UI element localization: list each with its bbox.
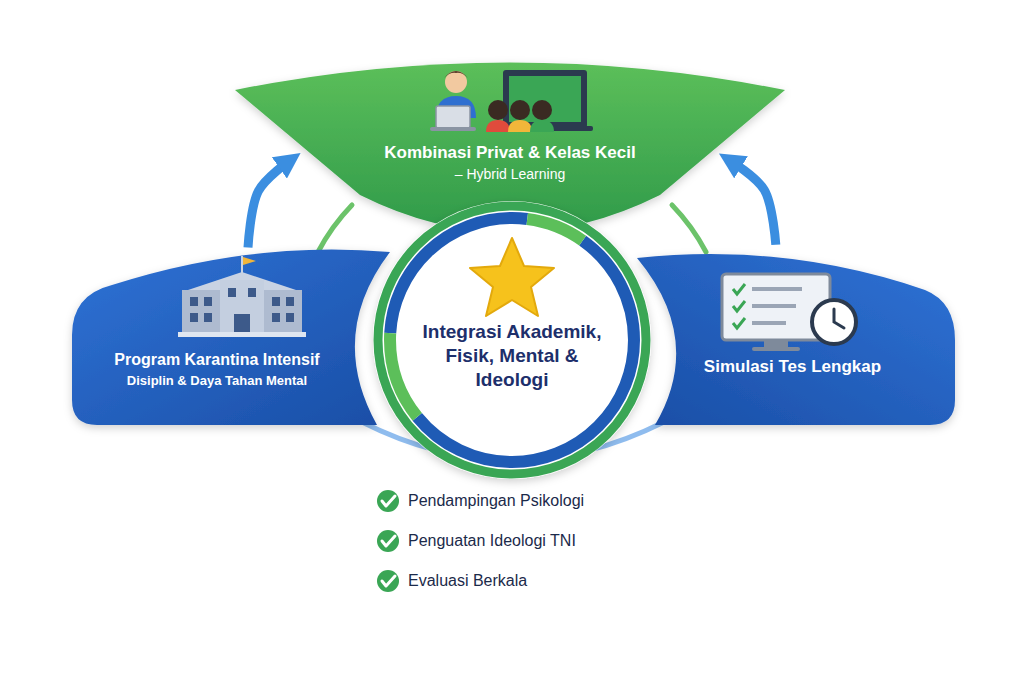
building-icon xyxy=(178,256,306,337)
node-title: Kombinasi Privat & Kelas Kecil xyxy=(295,142,725,163)
checklist-item: Penguatan Ideologi TNI xyxy=(408,530,576,552)
green-arc xyxy=(672,205,706,252)
star-icon xyxy=(470,238,554,316)
quarantine-program-panel-outline xyxy=(72,240,392,425)
hybrid-learning-icon xyxy=(430,70,593,132)
checklist-item: Evaluasi Berkala xyxy=(408,570,527,592)
check-icon xyxy=(377,570,399,592)
test-simulation-panel-outline xyxy=(635,250,955,425)
circle-base xyxy=(373,201,651,479)
test-monitor-icon xyxy=(722,274,856,351)
checklist-item: Pendampingan Psikologi xyxy=(408,490,584,512)
node-title: Simulasi Tes Lengkap xyxy=(680,356,905,377)
test-simulation-panel: Simulasi Tes Lengkap xyxy=(635,250,955,425)
circle-ring-green xyxy=(378,206,646,474)
text-group: Program Karantina IntensifDisiplin & Day… xyxy=(82,350,352,389)
text-group: Kombinasi Privat & Kelas Kecil – Hybrid L… xyxy=(295,142,725,184)
node-subtitle: – Hybrid Learning xyxy=(295,166,725,184)
check-icon xyxy=(377,490,399,512)
text-group: Simulasi Tes Lengkap xyxy=(680,356,905,377)
green-arc xyxy=(318,205,352,252)
quarantine-program-panel-fill xyxy=(72,249,390,425)
circle-inner xyxy=(398,226,626,454)
flow-arrow xyxy=(730,160,776,244)
check-icon xyxy=(377,530,399,552)
node-subtitle: Disiplin & Daya Tahan Mental xyxy=(82,373,352,389)
core-integration-circle: Integrasi Akademik, Fisik, Mental & Ideo… xyxy=(372,200,652,480)
quarantine-program-panel: Program Karantina IntensifDisiplin & Day… xyxy=(72,240,392,425)
flow-arrow xyxy=(248,160,290,247)
circle-ring-blue xyxy=(390,218,634,462)
node-title: Program Karantina Intensif xyxy=(82,350,352,370)
test-simulation-panel-fill xyxy=(637,254,955,425)
circle-ring-accent xyxy=(390,218,634,462)
node-title: Integrasi Akademik, Fisik, Mental & Ideo… xyxy=(410,320,614,391)
text-group: Integrasi Akademik, Fisik, Mental & Ideo… xyxy=(410,320,614,391)
